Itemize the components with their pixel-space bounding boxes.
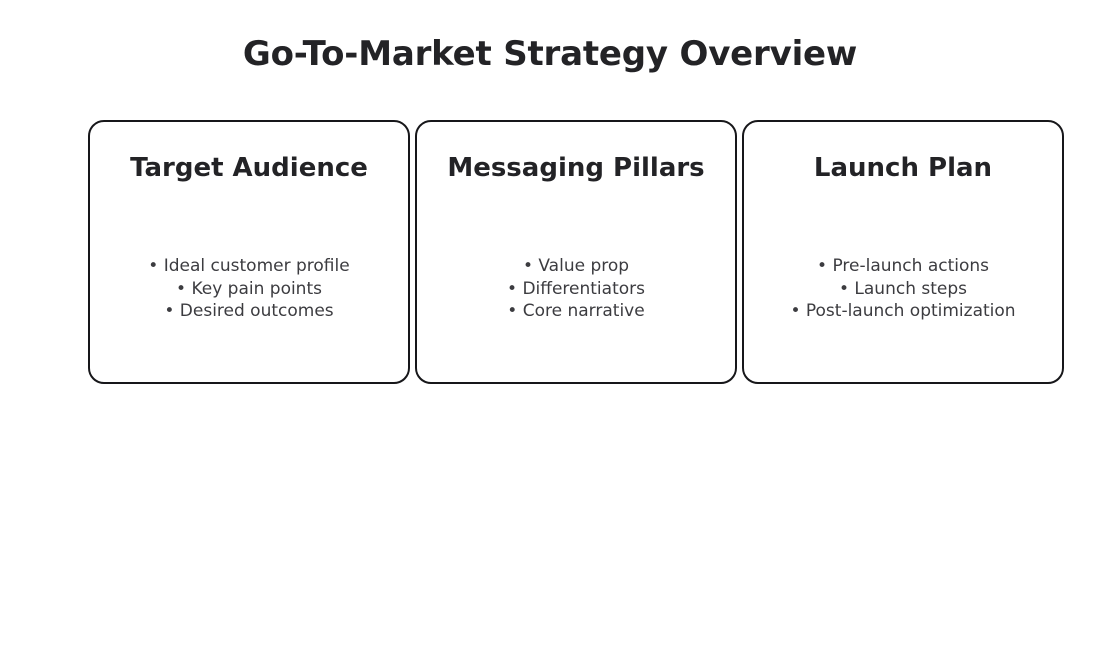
card-bullet-list: • Value prop • Differentiators • Core na… — [423, 255, 729, 323]
bullet-dot-icon: • — [507, 278, 518, 299]
bullet-dot-icon: • — [522, 256, 533, 276]
card-title: Launch Plan — [813, 153, 993, 183]
page-title: Go-To-Market Strategy Overview — [242, 34, 858, 74]
card-bullet-list: • Pre-launch actions • Launch steps • Po… — [750, 255, 1056, 323]
list-item: • Core narrative — [423, 300, 729, 323]
bullet-dot-icon: • — [164, 301, 175, 321]
card-bullet-list: • Ideal customer profile • Key pain poin… — [96, 255, 402, 323]
list-item-label: Ideal customer profile — [163, 256, 350, 276]
card-target-audience[interactable]: Target Audience • Ideal customer profile… — [88, 120, 410, 384]
list-item: • Pre-launch actions — [750, 255, 1056, 278]
list-item-label: Value prop — [538, 256, 630, 276]
list-item-label: Pre-launch actions — [832, 256, 989, 276]
bullet-dot-icon: • — [838, 278, 850, 299]
bullet-dot-icon: • — [176, 278, 187, 299]
list-item: • Post-launch optimization — [750, 300, 1056, 323]
list-item: • Value prop — [423, 255, 729, 278]
card-title: Target Audience — [130, 153, 368, 183]
cards-row: Target Audience • Ideal customer profile… — [88, 120, 1064, 384]
list-item: • Ideal customer profile — [96, 255, 402, 278]
bullet-dot-icon: • — [148, 256, 159, 276]
card-title: Messaging Pillars — [447, 153, 705, 183]
card-launch-plan[interactable]: Launch Plan • Pre-launch actions • Launc… — [742, 120, 1064, 384]
list-item-label: Desired outcomes — [179, 301, 334, 321]
list-item: • Desired outcomes — [96, 300, 402, 323]
list-item: • Key pain points — [96, 278, 402, 301]
card-messaging-pillars[interactable]: Messaging Pillars • Value prop • Differe… — [415, 120, 737, 384]
list-item-label: Post-launch optimization — [805, 301, 1016, 321]
list-item: • Launch steps — [750, 278, 1056, 301]
bullet-dot-icon: • — [790, 301, 801, 321]
list-item-label: Differentiators — [522, 278, 645, 299]
bullet-dot-icon: • — [507, 301, 518, 321]
bullet-dot-icon: • — [817, 256, 828, 276]
list-item-label: Launch steps — [854, 278, 968, 299]
list-item-label: Core narrative — [522, 301, 645, 321]
list-item-label: Key pain points — [191, 278, 322, 299]
list-item: • Differentiators — [423, 278, 729, 301]
